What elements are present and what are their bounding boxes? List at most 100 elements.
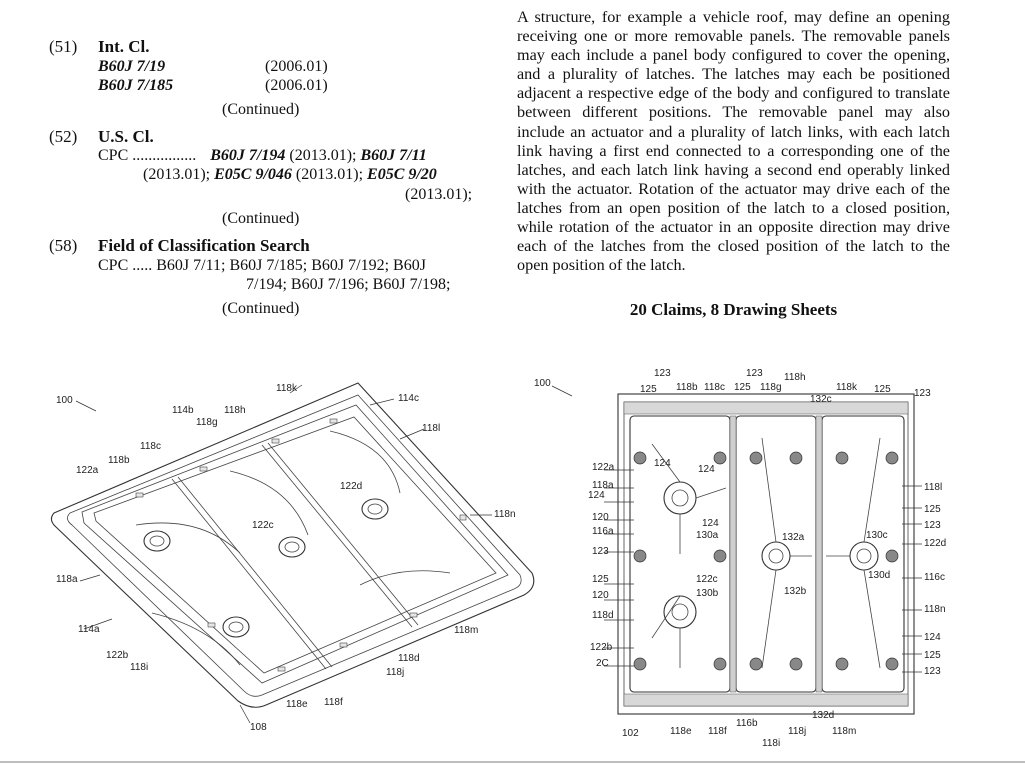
field-search-line-1: CPC ..... B60J 7/11; B60J 7/185; B60J 7/… xyxy=(98,257,426,274)
int-cl-date: (2006.01) xyxy=(265,58,328,75)
int-cl-code: B60J 7/19 xyxy=(98,58,166,75)
ref-label: 114c xyxy=(398,393,419,404)
ref-label: 118n xyxy=(494,509,516,520)
ref-label: 122d xyxy=(924,538,946,549)
ref-label: 130a xyxy=(696,530,719,541)
ref-label: 118f xyxy=(324,697,343,708)
ref-label: 118b xyxy=(676,382,698,393)
ref-label: 118d xyxy=(592,610,614,621)
ref-label: 108 xyxy=(250,722,267,733)
ref-label: 118h xyxy=(224,405,246,416)
int-cl-heading: Int. Cl. xyxy=(98,37,150,56)
us-cl-line-3: (2013.01); xyxy=(405,186,473,203)
ref-label: 124 xyxy=(698,464,715,475)
ref-label: 124 xyxy=(702,518,719,529)
us-cl-line-2: (2013.01); E05C 9/046 (2013.01); E05C 9/… xyxy=(143,166,437,184)
field-search-heading: Field of Classification Search xyxy=(98,236,310,255)
ref-label: 132b xyxy=(784,586,807,597)
ref-label: 116c xyxy=(924,572,945,583)
figure-roof-plan: 100 123 125 118b 118c 123 125 118g 118h … xyxy=(534,368,946,749)
ref-label: 130d xyxy=(868,570,890,581)
ref-label: 116a xyxy=(592,526,614,537)
us-cl-number: (52) xyxy=(49,127,78,146)
ref-label: 118j xyxy=(788,726,806,737)
ref-label: 118g xyxy=(760,382,782,393)
ref-label: 125 xyxy=(874,384,891,395)
cpc-label: CPC ................ xyxy=(98,147,197,164)
cpc-date: (2013.01); xyxy=(291,166,368,183)
reference-leaders xyxy=(75,384,492,724)
ref-label: 123 xyxy=(654,368,671,379)
ref-label: 132c xyxy=(810,394,832,405)
ref-label: 118c xyxy=(704,382,725,393)
ref-label: 118k xyxy=(276,383,298,394)
ref-label: 120 xyxy=(592,590,609,601)
plan-latch-holes xyxy=(633,451,899,671)
field-search-line-2: 7/194; B60J 7/196; B60J 7/198; xyxy=(246,276,451,293)
figure-roof-perspective: 100 118k 114c 114b 118h 118g 118l 118c 1… xyxy=(50,382,535,733)
ref-label: 118i xyxy=(130,662,148,673)
ref-label: 114b xyxy=(172,405,194,416)
handle-recesses xyxy=(143,498,389,638)
ref-label: 130b xyxy=(696,588,719,599)
ref-label: 124 xyxy=(588,490,605,501)
ref-label: 125 xyxy=(640,384,657,395)
ref-label: 118m xyxy=(832,726,856,737)
plan-actuators xyxy=(651,437,881,669)
ref-label: 122d xyxy=(340,481,362,492)
ref-label: 118l xyxy=(422,423,440,434)
claims-summary: 20 Claims, 8 Drawing Sheets xyxy=(629,300,838,319)
cpc-code: B60J 7/194 xyxy=(210,147,286,164)
int-cl-number: (51) xyxy=(49,37,78,56)
ref-label: 118i xyxy=(762,738,780,749)
ref-label: 118k xyxy=(836,382,858,393)
roof-frame-outline xyxy=(50,382,535,708)
figure-labels: 100 118k 114c 114b 118h 118g 118l 118c 1… xyxy=(56,383,516,733)
ref-label: 125 xyxy=(924,650,941,661)
cpc-date: (2013.01); xyxy=(143,166,215,183)
cpc-date: (2013.01); xyxy=(285,147,361,164)
ref-label: 118c xyxy=(140,441,161,452)
cpc-code: E05C 9/20 xyxy=(367,166,437,183)
ref-label: 2C xyxy=(596,658,609,669)
ref-label: 123 xyxy=(746,368,763,379)
ref-label: 125 xyxy=(592,574,609,585)
int-cl-code: B60J 7/185 xyxy=(98,77,174,94)
ref-label: 122a xyxy=(76,465,99,476)
ref-label: 118a xyxy=(56,574,78,585)
ref-label: 123 xyxy=(924,666,941,677)
continued-label: (Continued) xyxy=(222,300,300,317)
abstract-text: A structure, for example a vehicle roof,… xyxy=(517,8,950,275)
ref-label: 122b xyxy=(106,650,129,661)
continued-label: (Continued) xyxy=(222,101,300,118)
us-cl-heading: U.S. Cl. xyxy=(98,127,154,146)
roof-panels xyxy=(135,430,451,670)
ref-label: 118h xyxy=(784,372,806,383)
cpc-code: B60J 7/11 xyxy=(360,147,427,164)
ref-label: 123 xyxy=(924,520,941,531)
ref-label: 122b xyxy=(590,642,613,653)
plan-leaders xyxy=(551,385,922,673)
ref-label: 118b xyxy=(108,455,130,466)
ref-label: 118a xyxy=(592,480,614,491)
ref-label: 118j xyxy=(386,667,404,678)
ref-label: 118n xyxy=(924,604,946,615)
ref-label: 125 xyxy=(734,382,751,393)
ref-label: 102 xyxy=(622,728,639,739)
ref-label: 114a xyxy=(78,624,100,635)
ref-label: 122c xyxy=(252,520,274,531)
ref-label: 118m xyxy=(454,625,478,636)
ref-label: 132d xyxy=(812,710,834,721)
ref-label: 123 xyxy=(914,388,931,399)
ref-label: 118l xyxy=(924,482,942,493)
int-cl-date: (2006.01) xyxy=(265,77,328,94)
figure-ref-label: 100 xyxy=(56,395,73,406)
plan-panels xyxy=(629,415,905,693)
ref-label: 125 xyxy=(924,504,941,515)
ref-label: 122a xyxy=(592,462,615,473)
ref-label: 122c xyxy=(696,574,718,585)
ref-label: 124 xyxy=(924,632,941,643)
figure-ref-label: 100 xyxy=(534,378,551,389)
cpc-code: E05C 9/046 xyxy=(214,166,292,183)
ref-label: 123 xyxy=(592,546,609,557)
